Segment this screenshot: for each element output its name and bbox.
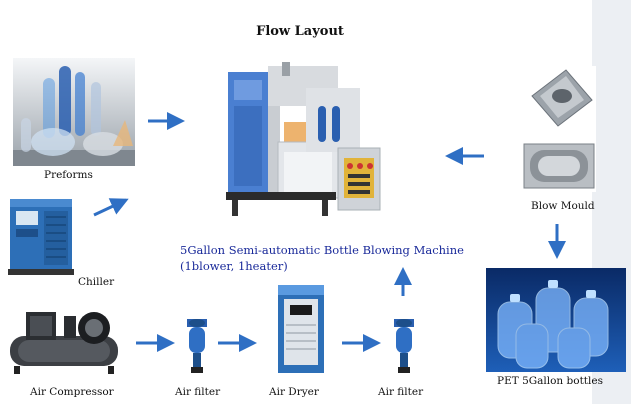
blow-mould-label: Blow Mould bbox=[531, 200, 595, 212]
machine-caption: 5Gallon Semi-automatic Bottle Blowing Ma… bbox=[180, 242, 464, 274]
air-filter-1-label: Air filter bbox=[175, 386, 221, 398]
machine-caption-line2: (1blower, 1heater) bbox=[180, 259, 288, 273]
air-filter-1-image bbox=[183, 313, 211, 375]
machine-caption-line1: 5Gallon Semi-automatic Bottle Blowing Ma… bbox=[180, 243, 464, 257]
chiller-image bbox=[8, 195, 74, 275]
air-compressor-label: Air Compressor bbox=[30, 386, 114, 398]
blowing-machine-image bbox=[222, 62, 390, 222]
air-compressor-image bbox=[4, 306, 124, 376]
diagram-title: Flow Layout bbox=[256, 24, 344, 39]
pet-bottles-image bbox=[486, 268, 626, 372]
pet-bottles-label: PET 5Gallon bottles bbox=[497, 375, 603, 387]
air-filter-2-label: Air filter bbox=[378, 386, 424, 398]
air-dryer-label: Air Dryer bbox=[269, 386, 319, 398]
blow-mould-image bbox=[522, 66, 596, 192]
chiller-label: Chiller bbox=[78, 276, 115, 288]
arrow-chiller-to-machine bbox=[93, 198, 129, 217]
air-dryer-image bbox=[274, 281, 328, 377]
air-filter-2-image bbox=[390, 313, 418, 375]
preforms-image bbox=[13, 58, 135, 166]
preforms-label: Preforms bbox=[44, 169, 93, 181]
